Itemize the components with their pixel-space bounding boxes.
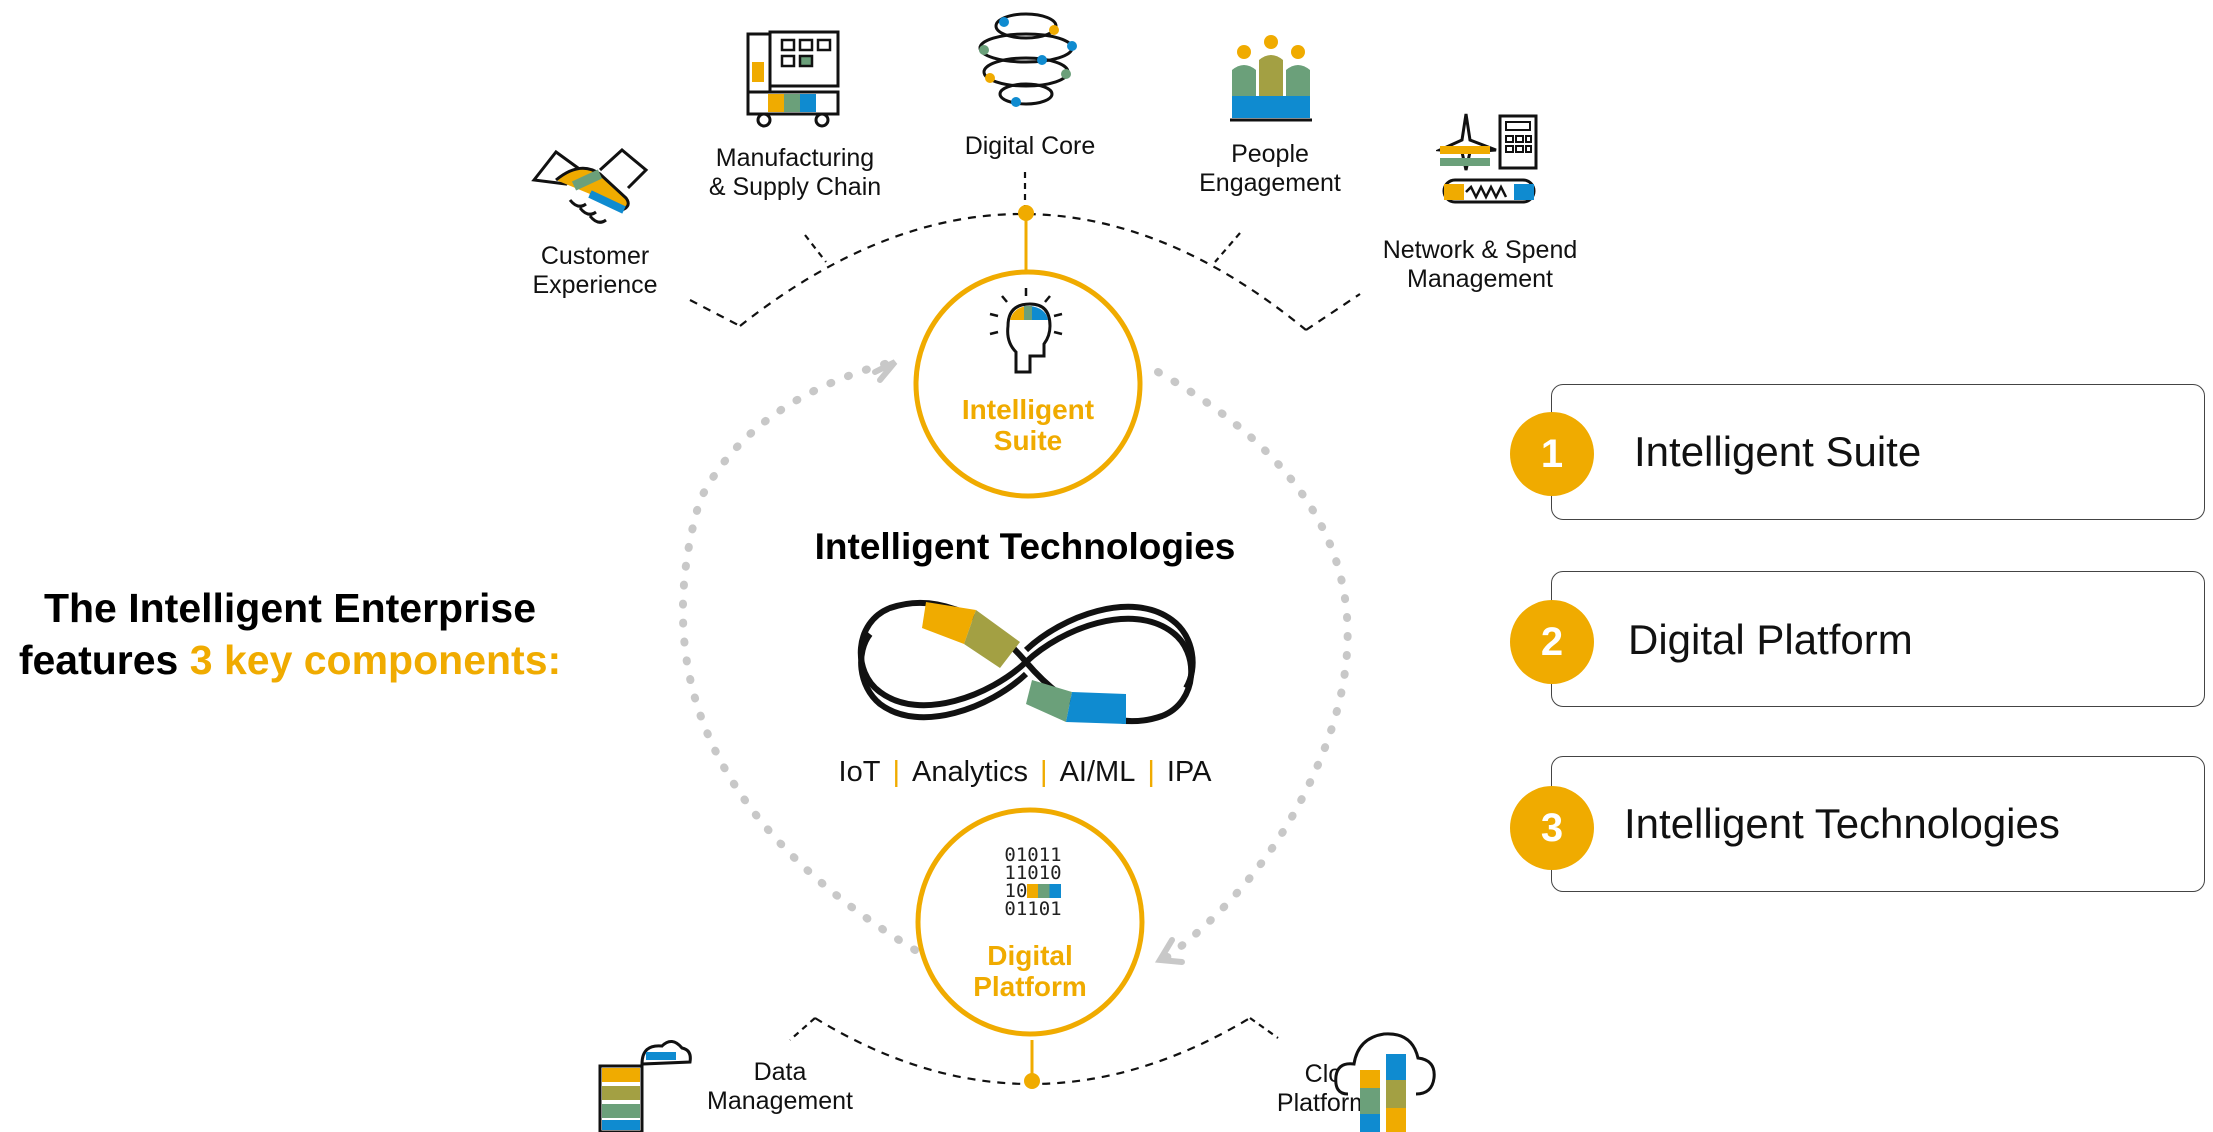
cycle-arc-right bbox=[1154, 368, 1352, 962]
enterprise-heading: The Intelligent Enterprise features 3 ke… bbox=[0, 582, 580, 686]
tech-aiml: AI/ML bbox=[1059, 756, 1136, 788]
center-title: Intelligent Technologies bbox=[814, 526, 1236, 567]
tech-sep: | bbox=[1147, 756, 1155, 788]
tech-list: IoT | Analytics | AI/ML | IPA bbox=[700, 756, 1350, 789]
tech-ipa: IPA bbox=[1166, 756, 1212, 788]
binary-row-text: 10 bbox=[1004, 880, 1028, 902]
component-label-3: Intelligent Technologies bbox=[1624, 800, 2060, 847]
component-number-2: 2 bbox=[1510, 600, 1594, 684]
component-number-3: 3 bbox=[1510, 786, 1594, 870]
suite-connector-dot bbox=[1018, 205, 1034, 221]
platform-line1: Digital bbox=[987, 940, 1073, 971]
tech-sep: | bbox=[892, 756, 900, 788]
top-arc bbox=[739, 212, 1307, 331]
label-data-management: Data Management bbox=[707, 1058, 853, 1115]
platform-line2: Platform bbox=[973, 971, 1087, 1002]
plane-calculator-icon bbox=[1436, 113, 1538, 204]
component-label-1: Intelligent Suite bbox=[1634, 428, 1922, 475]
binary-row: 01101 bbox=[1004, 898, 1062, 920]
books-cloud-icon bbox=[598, 1040, 692, 1132]
binary-row: 10 bbox=[988, 880, 1078, 902]
tech-sep: | bbox=[1040, 756, 1048, 788]
suite-line1: Intelligent bbox=[961, 394, 1095, 425]
cloud-bars-icon bbox=[1334, 1032, 1436, 1132]
factory-truck-icon bbox=[746, 30, 840, 128]
heading-line1: The Intelligent Enterprise bbox=[43, 585, 537, 631]
intelligent-suite-circle bbox=[913, 269, 1143, 499]
top-bracket-left bbox=[689, 299, 741, 327]
component-card-1 bbox=[1551, 384, 2205, 520]
heading-line2: features 3 key components: bbox=[0, 634, 580, 686]
digital-platform-circle bbox=[915, 807, 1145, 1037]
component-label-2: Digital Platform bbox=[1628, 616, 1913, 663]
head-lightbulb-icon bbox=[989, 288, 1063, 374]
platform-connector-dot bbox=[1024, 1073, 1040, 1089]
binary-row: 01011 bbox=[1004, 844, 1062, 866]
handshake-icon bbox=[531, 148, 649, 224]
label-customer-experience: Customer Experience bbox=[532, 242, 658, 299]
top-bracket-right bbox=[1305, 293, 1361, 331]
label-manufacturing: Manufacturing & Supply Chain bbox=[708, 144, 882, 201]
label-digital-core: Digital Core bbox=[964, 132, 1096, 160]
binary-data-icon: 01011 11010 10 01101 bbox=[988, 844, 1078, 920]
heading-accent: 3 key components: bbox=[189, 637, 562, 683]
binary-row: 11010 bbox=[1004, 862, 1062, 884]
component-number-1: 1 bbox=[1510, 412, 1594, 496]
binary-color-bar bbox=[1027, 884, 1062, 898]
people-icon bbox=[1230, 35, 1312, 122]
component-card-2 bbox=[1551, 571, 2205, 707]
suite-line2: Suite bbox=[993, 425, 1063, 456]
heading-prefix: features bbox=[18, 637, 190, 683]
label-people-engagement: People Engagement bbox=[1199, 140, 1341, 197]
intelligent-suite-label: Intelligent Suite bbox=[928, 394, 1128, 456]
globe-network-icon bbox=[978, 12, 1077, 107]
digital-platform-label: Digital Platform bbox=[930, 940, 1130, 1002]
infinity-icon bbox=[857, 599, 1196, 725]
component-card-3 bbox=[1551, 756, 2205, 892]
tech-analytics: Analytics bbox=[911, 756, 1029, 788]
label-network-spend: Network & Spend Management bbox=[1382, 236, 1578, 293]
tech-iot: IoT bbox=[838, 756, 881, 788]
